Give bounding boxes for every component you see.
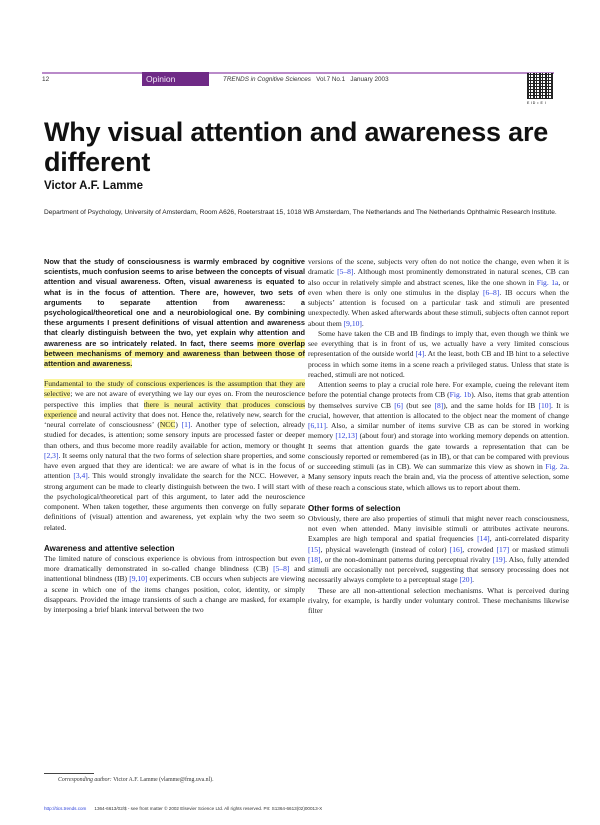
citation-link[interactable]: [14] <box>477 534 490 544</box>
text: . Also, fully attended stimuli are occas… <box>308 554 570 585</box>
footnote-label: Corresponding author: <box>58 777 112 783</box>
text: (but see <box>403 400 435 410</box>
text: Attention seems to play a crucial role h… <box>308 380 569 400</box>
citation-link[interactable]: [9,10] <box>343 318 362 328</box>
qr-code-icon: E ID • E I <box>527 73 555 107</box>
text: . It seems only natural that the two for… <box>44 450 305 481</box>
footnote-text: Victor A.F. Lamme (vlamme@fmg.uva.nl). <box>111 777 214 783</box>
journal-info: TRENDS in Cognitive Sciences Vol.7 No.1 … <box>223 76 389 83</box>
text: . Many sensory inputs reach the brain an… <box>308 462 569 492</box>
page-footer: http://tics.trends.com 1364-6613/02/$ - s… <box>44 806 564 811</box>
paragraph: Attention seems to play a crucial role h… <box>308 380 569 493</box>
text: , anti-correlated disparity <box>489 534 570 544</box>
citation-link[interactable]: [4] <box>415 349 425 359</box>
text: . Also, a similar number of items surviv… <box>308 421 569 441</box>
citation-link[interactable]: [1] <box>181 420 191 430</box>
text: . At the least, both CB and IB hint to a… <box>308 349 569 379</box>
text: Obviously, there are also properties of … <box>308 513 569 544</box>
citation-link[interactable]: [12,13] <box>335 431 358 441</box>
citation-link[interactable]: [6,11] <box>308 421 326 430</box>
text: The limited nature of conscious experien… <box>44 553 305 574</box>
text: . This would strongly invalidate the sea… <box>44 471 306 532</box>
text: , crowded <box>462 544 497 554</box>
citation-link[interactable]: [6–8] <box>482 287 500 297</box>
corresponding-author-note: Corresponding author: Victor A.F. Lamme … <box>58 777 214 783</box>
author-affiliation: Department of Psychology, University of … <box>44 209 557 216</box>
running-header: 12 Opinion TRENDS in Cognitive Sciences … <box>42 72 554 86</box>
paragraph: Some have taken the CB and IB findings t… <box>308 329 569 380</box>
citation-link[interactable]: [2,3] <box>44 450 59 460</box>
text: and inattentional blindness (IB) <box>44 564 305 584</box>
text: ) <box>175 420 182 430</box>
section-heading: Other forms of selection <box>308 503 401 513</box>
figure-link[interactable]: Fig. 1a <box>536 277 559 287</box>
journal-date: January 2003 <box>350 76 389 83</box>
section-heading: Awareness and attentive selection <box>44 543 175 553</box>
text: (about four) and storage into working me… <box>308 431 569 471</box>
qr-caption: E ID • E I <box>527 101 547 105</box>
text: , or even when there is only one stimulu… <box>308 277 570 297</box>
citation-link[interactable]: [15] <box>308 544 321 554</box>
citation-link[interactable]: [5–8] <box>273 564 290 574</box>
text: versions of the scene, subjects very oft… <box>308 257 569 277</box>
text: These are all non-attentional selection … <box>308 585 569 616</box>
citation-link[interactable]: [10] <box>538 400 552 410</box>
text: . Another type of selection, already stu… <box>44 420 305 450</box>
paragraph: versions of the scene, subjects very oft… <box>308 257 569 329</box>
citation-link[interactable]: [9,10] <box>129 574 148 584</box>
text: or masked stimuli <box>509 544 569 554</box>
author-name: Victor A.F. Lamme <box>44 180 144 192</box>
text: ; we are not aware of everything we lay … <box>44 389 305 409</box>
text: , physical wavelength (instead of color) <box>320 544 450 554</box>
text: experiments. CB occurs when subjects are… <box>44 574 306 615</box>
copyright-text: 1364-6613/02/$ - see front matter © 2002… <box>94 806 323 811</box>
highlight: NCC <box>159 420 176 430</box>
text: ), and the same holds for IB <box>443 400 539 410</box>
journal-name: TRENDS in Cognitive Sciences <box>223 76 311 83</box>
figure-link[interactable]: Fig. 2a <box>545 462 568 471</box>
qr-pattern <box>527 73 553 99</box>
figure-link[interactable]: Fig. 1b <box>449 390 472 400</box>
journal-url-link[interactable]: http://tics.trends.com <box>44 806 87 811</box>
citation-link[interactable]: [19] <box>492 554 506 564</box>
text: , or the non-dominant patterns during pe… <box>320 554 493 564</box>
paragraph: Obviously, there are also properties of … <box>308 514 569 586</box>
text: . <box>361 318 364 328</box>
text: and neural activity that does not. Hence… <box>44 409 305 430</box>
section-tag: Opinion <box>142 72 209 86</box>
paragraph: These are all non-attentional selection … <box>308 586 569 617</box>
citation-link[interactable]: [6] <box>394 400 404 410</box>
footnote-divider <box>44 773 94 774</box>
text: ). Also, items that grab attention by th… <box>308 390 570 410</box>
citation-link[interactable]: [16] <box>449 544 463 554</box>
text: Some have taken the CB and IB findings t… <box>308 328 569 359</box>
citation-link[interactable]: [3,4] <box>73 471 88 481</box>
article-title: Why visual attention and awareness are d… <box>44 117 549 177</box>
text: . IB occurs when the subjects’ attention… <box>308 287 569 328</box>
abstract-text: Now that the study of consciousness is w… <box>44 257 305 348</box>
intro-paragraph: Fundamental to the study of conscious ex… <box>44 379 306 533</box>
citation-link[interactable]: [18] <box>308 554 321 564</box>
left-column: Now that the study of consciousness is w… <box>44 257 306 616</box>
text: . It is crucial, however, that attention… <box>308 400 569 420</box>
journal-volume: Vol.7 No.1 <box>316 76 346 83</box>
abstract: Now that the study of consciousness is w… <box>44 257 305 369</box>
citation-link[interactable]: [17] <box>496 544 510 554</box>
right-column: versions of the scene, subjects very oft… <box>308 257 569 616</box>
section1-paragraph: The limited nature of conscious experien… <box>44 554 305 616</box>
text: . <box>472 575 474 585</box>
citation-link[interactable]: [20] <box>459 575 473 585</box>
page-number: 12 <box>42 76 50 83</box>
text: . Although most prominently demonstrated… <box>308 267 569 287</box>
citation-link[interactable]: [8] <box>434 400 444 410</box>
citation-link[interactable]: [5–8] <box>337 267 354 277</box>
